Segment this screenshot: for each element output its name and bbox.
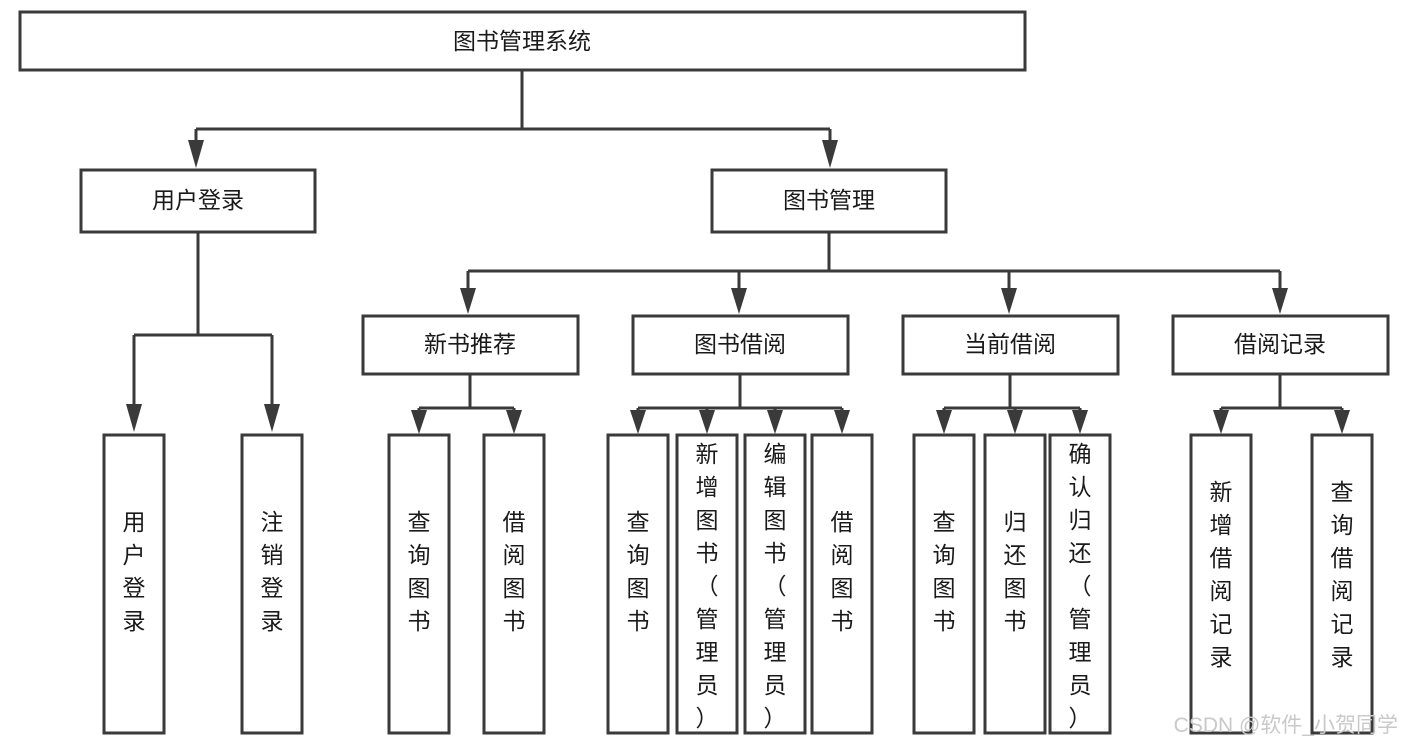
leaf-node-query-book-2[interactable]: 查询图书 [606,433,670,735]
node-root[interactable]: 图书管理系统 [18,10,1027,72]
leaf-query-book-1-box[interactable] [387,433,451,735]
leaf-borrow-book-2-box[interactable] [810,433,874,735]
leaf-query-book-2-label: 查询图书 [627,509,650,634]
leaf-add-borrow-record-label: 新增借阅记录 [1210,479,1233,670]
leaf-return-book-label: 归还图书 [1004,509,1027,634]
book-manage-label: 图书管理 [783,187,875,213]
connector-new-book-recommend-to-leaves [411,374,522,434]
arrowhead-leaf-return-book [1007,410,1023,434]
arrowhead-user-login [188,140,204,168]
borrow-record-label: 借阅记录 [1234,331,1326,357]
arrowhead-leaf-borrow-book-1 [506,410,522,434]
leaf-edit-book-admin-box[interactable] [743,433,807,735]
connector-root-to-level2 [188,70,838,168]
leaf-node-query-borrow-record[interactable]: 查询借阅记录 [1310,433,1374,735]
arrowhead-new-book-recommend [460,288,476,314]
user-login-label: 用户登录 [152,187,244,213]
arrowhead-leaf-logout [264,404,280,432]
leaf-user-login-label: 用户登录 [123,509,146,634]
current-borrow-box[interactable] [901,314,1120,376]
current-borrow-label: 当前借阅 [964,331,1056,357]
connector-current-borrow-to-leaves [936,374,1088,434]
leaf-node-add-book-admin[interactable]: 新增图书（管理员） [675,433,739,735]
arrowhead-leaf-query-book-3 [936,410,952,434]
leaf-return-book-box[interactable] [983,433,1047,735]
book-borrow-label: 图书借阅 [694,331,786,357]
arrowhead-leaf-add-borrow-record [1213,410,1229,434]
arrowhead-book-manage [822,140,838,168]
connector-book-manage-to-level3 [460,232,1288,314]
leaf-edit-book-admin-label: 编辑图书（管理员） [764,441,787,731]
arrowhead-borrow-record [1272,288,1288,314]
node-new-book-recommend[interactable]: 新书推荐 [361,314,580,376]
leaf-confirm-return-admin-box[interactable] [1048,433,1112,735]
leaf-confirm-return-admin-label: 确认归还（管理员） [1069,441,1092,731]
leaf-logout-login-label: 注销登录 [261,509,284,634]
arrowhead-leaf-confirm-return-admin [1072,410,1088,434]
arrowhead-leaf-user-login [126,404,142,432]
arrowhead-leaf-query-book-1 [411,410,427,434]
book-manage-box[interactable] [710,168,948,234]
leaf-borrow-book-2-label: 借阅图书 [831,509,854,634]
leaf-borrow-book-1-label: 借阅图书 [503,509,526,634]
leaf-node-user-login[interactable]: 用户登录 [102,433,166,735]
leaf-borrow-book-1-box[interactable] [482,433,546,735]
leaf-add-borrow-record-box[interactable] [1189,433,1253,735]
book-borrow-box[interactable] [631,314,850,376]
arrowhead-leaf-borrow-book-2 [834,410,850,434]
leaf-query-book-3-box[interactable] [912,433,976,735]
leaf-node-query-book-1[interactable]: 查询图书 [387,433,451,735]
node-user-login[interactable]: 用户登录 [79,168,317,234]
leaf-logout-login-box[interactable] [240,433,304,735]
leaf-query-borrow-record-label: 查询借阅记录 [1331,479,1354,670]
arrowhead-leaf-edit-book-admin [767,410,783,434]
leaf-node-confirm-return-admin[interactable]: 确认归还（管理员） [1048,433,1112,735]
arrowhead-book-borrow [731,288,747,314]
leaf-user-login-box[interactable] [102,433,166,735]
leaf-query-book-2-box[interactable] [606,433,670,735]
leaf-add-book-admin-label: 新增图书（管理员） [696,441,719,731]
arrowhead-leaf-query-borrow-record [1334,410,1350,434]
connector-user-login-to-leaves [126,232,280,432]
leaf-node-add-borrow-record[interactable]: 新增借阅记录 [1189,433,1253,735]
new-book-recommend-label: 新书推荐 [424,331,516,357]
arrowhead-current-borrow [1001,288,1017,314]
leaf-node-borrow-book-2[interactable]: 借阅图书 [810,433,874,735]
borrow-record-box[interactable] [1171,314,1390,376]
leaf-node-return-book[interactable]: 归还图书 [983,433,1047,735]
node-book-borrow[interactable]: 图书借阅 [631,314,850,376]
csdn-watermark: CSDN @软件_小贺同学 [1174,714,1398,737]
root-box[interactable] [18,10,1027,72]
node-current-borrow[interactable]: 当前借阅 [901,314,1120,376]
leaf-query-borrow-record-box[interactable] [1310,433,1374,735]
connector-book-borrow-to-leaves [630,374,850,434]
leaf-query-book-3-label: 查询图书 [933,509,956,634]
root-label: 图书管理系统 [453,28,591,54]
leaf-node-logout-login[interactable]: 注销登录 [240,433,304,735]
new-book-recommend-box[interactable] [361,314,580,376]
arrowhead-leaf-add-book-admin [699,410,715,434]
leaf-add-book-admin-box[interactable] [675,433,739,735]
leaf-query-book-1-label: 查询图书 [408,509,431,634]
leaf-node-borrow-book-1[interactable]: 借阅图书 [482,433,546,735]
leaf-node-query-book-3[interactable]: 查询图书 [912,433,976,735]
connector-borrow-record-to-leaves [1213,374,1350,434]
node-book-manage[interactable]: 图书管理 [710,168,948,234]
arrowhead-leaf-query-book-2 [630,410,646,434]
node-borrow-record[interactable]: 借阅记录 [1171,314,1390,376]
leaf-node-edit-book-admin[interactable]: 编辑图书（管理员） [743,433,807,735]
